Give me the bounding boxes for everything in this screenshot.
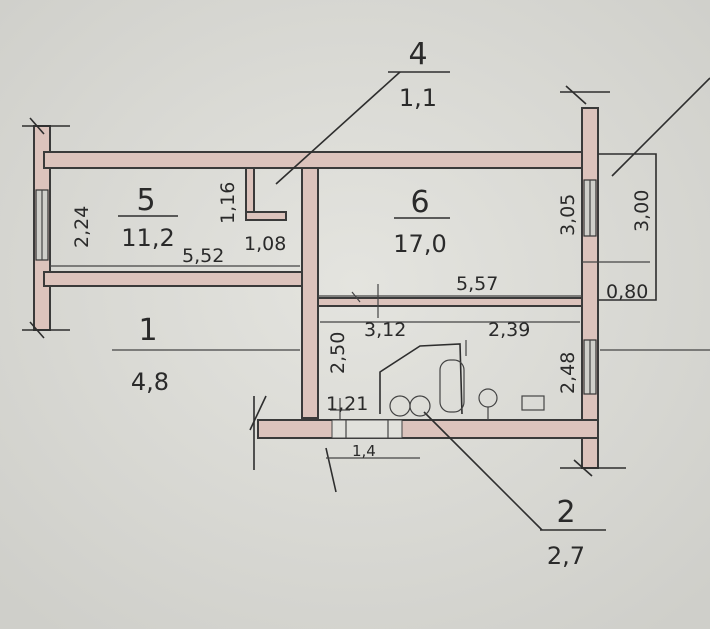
- room-2-area: 2,7: [547, 542, 585, 570]
- room-4-number: 4: [408, 37, 427, 72]
- room-5-number: 5: [136, 183, 155, 218]
- dim-3-05: 3,05: [557, 194, 579, 236]
- dim-2-48: 2,48: [557, 352, 579, 394]
- room-4-area: 1,1: [399, 84, 437, 112]
- entrance-door: [331, 419, 403, 439]
- wall-room6-kitchen: [317, 297, 583, 307]
- dim-3-12: 3,12: [364, 319, 406, 341]
- dim-2-39: 2,39: [488, 319, 530, 341]
- dim-0-80: 0,80: [606, 281, 648, 303]
- dimension-labels: 2,24 5,52 1,16 1,08 3,05 3,00 5,57 0,80 …: [71, 182, 653, 460]
- wall-closet-left: [245, 167, 255, 219]
- dim-3-00: 3,00: [631, 190, 653, 232]
- dim-1-08: 1,08: [244, 233, 286, 255]
- dim-2-24: 2,24: [71, 206, 93, 248]
- dim-1-21: 1,21: [326, 393, 368, 415]
- washbasin-right: [409, 395, 431, 417]
- dim-1-16: 1,16: [217, 182, 239, 224]
- windows: [35, 179, 597, 395]
- wall-right: [581, 107, 599, 469]
- shower-tray: [439, 359, 465, 413]
- dim-2-50: 2,50: [327, 332, 349, 374]
- dimension-lines: [22, 71, 710, 531]
- room-2-number: 2: [556, 495, 575, 530]
- room-labels: 4 1,1 5 11,2 6 17,0 1 4,8 2 2,7: [121, 37, 585, 570]
- room-6-number: 6: [410, 185, 429, 220]
- fixtures: [330, 340, 545, 420]
- wall-top: [43, 151, 591, 169]
- wall-closet-bottom: [245, 211, 287, 221]
- dim-5-52: 5,52: [182, 245, 224, 267]
- room-5-area: 11,2: [121, 224, 174, 252]
- wall-bottom: [257, 419, 599, 439]
- dim-1-4: 1,4: [352, 442, 376, 460]
- wall-room5-bottom: [43, 271, 307, 287]
- room-6-area: 17,0: [393, 230, 446, 258]
- dim-5-57: 5,57: [456, 273, 498, 295]
- room-1-number: 1: [138, 313, 157, 348]
- wall-room5-room6: [301, 167, 319, 419]
- bath-outline: [379, 343, 463, 415]
- room-1-area: 4,8: [131, 368, 169, 396]
- stove: [521, 395, 545, 411]
- balcony: [598, 153, 657, 301]
